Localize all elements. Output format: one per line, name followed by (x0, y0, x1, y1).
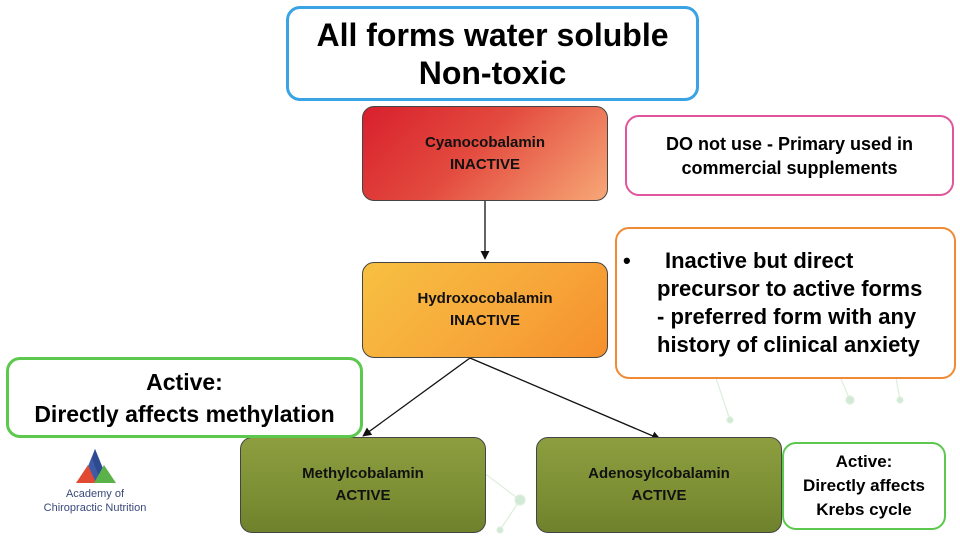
note-line-2: Directly affects (803, 476, 925, 495)
node-status: INACTIVE (449, 312, 520, 329)
note-line-2: commercial supplements (681, 157, 898, 178)
bullet-icon: • (623, 248, 631, 273)
note-methylcobalamin: Active: Directly affects methylation (6, 357, 363, 438)
note-line-1: Active: (146, 368, 223, 395)
note-adenosylcobalamin: Active: Directly affects Krebs cycle (782, 442, 946, 530)
note-line-2: precursor to active forms (657, 276, 923, 301)
note-line-1: Inactive but direct (665, 248, 854, 273)
logo-line-1: Academy of (65, 488, 125, 500)
node-adenosylcobalamin: Adenosylcobalamin ACTIVE (536, 437, 782, 533)
arrow-hydroxo-to-methyl (362, 357, 471, 437)
logo-mark-icon (76, 449, 116, 483)
node-methylcobalamin: Methylcobalamin ACTIVE (240, 437, 486, 533)
node-name: Methylcobalamin (302, 465, 424, 482)
node-name: Cyanocobalamin (424, 133, 546, 151)
node-status: ACTIVE (335, 487, 391, 504)
note-line-3: - preferred form with any (657, 304, 917, 329)
title-line-2: Non-toxic (418, 54, 567, 91)
node-status: ACTIVE (631, 487, 687, 504)
note-line-3: Krebs cycle (816, 500, 912, 519)
node-name: Hydroxocobalamin (417, 290, 553, 307)
title-callout: All forms water soluble Non-toxic (286, 6, 699, 101)
title-line-1: All forms water soluble (316, 16, 669, 53)
arrow-hydroxo-to-adenosyl (469, 357, 661, 440)
node-status: INACTIVE (449, 155, 520, 173)
node-hydroxocobalamin: Hydroxocobalamin INACTIVE (362, 262, 608, 358)
note-line-1: DO not use - Primary used in (665, 133, 914, 154)
note-line-2: Directly affects methylation (34, 400, 335, 427)
note-hydroxocobalamin: • Inactive but direct precursor to activ… (615, 227, 956, 379)
node-cyanocobalamin: Cyanocobalamin INACTIVE (362, 106, 608, 201)
note-do-not-use: DO not use - Primary used in commercial … (625, 115, 954, 196)
node-name: Adenosylcobalamin (588, 465, 730, 482)
logo: Academy of Chiropractic Nutrition (20, 447, 170, 519)
note-line-4: history of clinical anxiety (657, 332, 920, 357)
logo-line-2: Chiropractic Nutrition (43, 502, 147, 514)
note-line-1: Active: (835, 452, 893, 471)
